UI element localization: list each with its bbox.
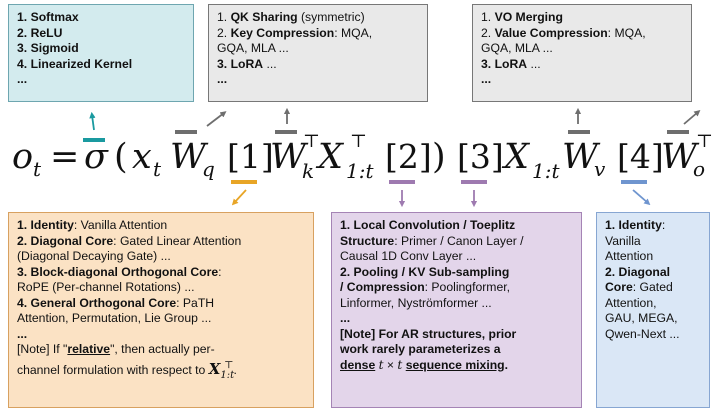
- formula-wk-sub: k: [302, 159, 314, 183]
- activation-item-4: 4. Linearized Kernel: [17, 56, 133, 71]
- formula-o: o: [12, 137, 33, 177]
- purple-line-4: 2. Pooling / KV Sub-sampling: [340, 264, 510, 279]
- orange-note-line-2: channel formulation with respect to X1:t…: [17, 359, 237, 381]
- blue-line-4: 2. Diagonal: [605, 264, 671, 279]
- formula-bracket-2: [2]: [385, 137, 432, 176]
- orange-line-6: 4. General Orthogonal Core: PaTH: [17, 295, 215, 310]
- orange-line-1: 1. Identity: Vanilla Attention: [17, 218, 168, 232]
- blue-line-2: Vanilla: [605, 233, 641, 248]
- purple-line-2: Structure: Primer / Canon Layer /: [340, 233, 524, 248]
- qk-options-box: 1. QK Sharing (symmetric) 2. Key Compres…: [208, 4, 428, 102]
- purple-note-line-2: work rarely parameterizes a: [340, 342, 501, 356]
- orange-line-5: RoPE (Per-channel Rotations) ...: [17, 280, 195, 294]
- position-core-box: 1. Identity: Vanilla Attention 2. Diagon…: [8, 212, 314, 408]
- orange-line-7: Attention, Permutation, Lie Group ...: [17, 311, 212, 325]
- purple-line-6: Linformer, Nyströmformer ...: [340, 295, 492, 310]
- sequence-mixing-box: 1. Local Convolution / Toeplitz Structur…: [331, 212, 582, 408]
- gating-core-box: 1. Identity: Vanilla Attention 2. Diagon…: [596, 212, 710, 408]
- formula-equals: =: [50, 137, 79, 177]
- vo-line-3: GQA, MLA ...: [481, 41, 553, 55]
- formula-wv-sub: v: [594, 157, 606, 181]
- sigma-marker-bar: [83, 138, 105, 142]
- formula-x: x: [132, 137, 152, 177]
- formula-bracket-3: [3]: [457, 137, 504, 176]
- sigma-arrow: [89, 111, 96, 131]
- formula-xv: X: [501, 137, 531, 177]
- formula-rparen: ): [432, 137, 446, 177]
- blue-line-3: Attention: [605, 249, 654, 263]
- orange-line-2: 2. Diagonal Core: Gated Linear Attention: [17, 233, 242, 248]
- formula-x1t-sub: 1:t: [346, 159, 374, 183]
- vo-line-1: 1. VO Merging: [481, 10, 563, 24]
- purple-note-line-3: dense t × t sequence mixing.: [340, 357, 508, 372]
- activation-item-2: 2. ReLU: [17, 25, 63, 40]
- qk-more: ...: [217, 72, 228, 86]
- activation-item-3: 3. Sigmoid: [17, 41, 79, 55]
- qk-line-2: 2. Key Compression: MQA,: [217, 25, 373, 40]
- bracket-1-arrow: [231, 189, 247, 206]
- vo-line-4: 3. LoRA ...: [481, 56, 541, 71]
- formula-wq: W: [170, 137, 209, 177]
- purple-line-1: 1. Local Convolution / Toeplitz: [340, 218, 516, 232]
- purple-more: ...: [340, 311, 351, 325]
- bracket-3-marker-bar: [461, 180, 487, 184]
- blue-line-6: Attention,: [605, 295, 657, 310]
- formula-wk: W: [270, 137, 309, 177]
- formula-x-sub: t: [153, 157, 162, 181]
- formula-bracket-4: [4]: [617, 137, 664, 176]
- bracket-4-marker-bar: [621, 180, 647, 184]
- blue-line-1: 1. Identity:: [605, 218, 666, 232]
- formula-sigma: σ: [84, 137, 109, 177]
- formula-x1t: X: [315, 137, 345, 177]
- orange-more: ...: [17, 326, 28, 341]
- orange-note-line-1: [Note] If "relative", then actually per-: [17, 342, 215, 356]
- bracket-2-marker-bar: [389, 180, 415, 184]
- orange-line-4: 3. Block-diagonal Orthogonal Core:: [17, 264, 222, 279]
- wo-arrow: [683, 109, 701, 125]
- qk-line-4: 3. LoRA ...: [217, 56, 277, 71]
- vo-line-2: 2. Value Compression: MQA,: [481, 25, 646, 40]
- formula-bracket-1: [1]: [227, 137, 274, 176]
- wv-marker-bar: [568, 130, 590, 134]
- qk-line-1: 1. QK Sharing (symmetric): [217, 10, 365, 24]
- activation-more: ...: [17, 72, 28, 86]
- bracket-4-arrow: [632, 189, 651, 206]
- wk-marker-bar: [275, 130, 297, 134]
- vo-more: ...: [481, 72, 492, 86]
- formula-wo: W: [661, 137, 700, 177]
- vo-options-box: 1. VO Merging 2. Value Compression: MQA,…: [472, 4, 692, 102]
- wq-marker-bar: [175, 130, 197, 134]
- blue-line-7: GAU, MEGA,: [605, 311, 678, 325]
- formula-wo-sup: ⊤: [696, 131, 713, 152]
- orange-line-3: (Diagonal Decaying Gate) ...: [17, 249, 171, 263]
- activation-item-1: 1. Softmax: [17, 10, 79, 24]
- purple-line-5: / Compression: Poolingformer,: [340, 280, 511, 294]
- blue-line-8: Qwen-Next ...: [605, 326, 680, 341]
- formula-x1t-sup: ⊤: [350, 131, 367, 152]
- blue-line-5: Core: Gated: [605, 280, 673, 294]
- formula-xv-sub: 1:t: [532, 159, 560, 183]
- purple-note-line-1: [Note] For AR structures, prior: [340, 326, 517, 341]
- wo-marker-bar: [667, 130, 689, 134]
- wq-arrow: [206, 111, 227, 127]
- formula-lparen: (: [114, 137, 128, 177]
- bracket-1-marker-bar: [231, 180, 257, 184]
- activation-options-box: 1. Softmax 2. ReLU 3. Sigmoid 4. Lineari…: [8, 4, 194, 102]
- formula-wv: W: [562, 137, 601, 177]
- formula-wk-sup: ⊤: [303, 131, 320, 152]
- qk-line-3: GQA, MLA ...: [217, 41, 289, 55]
- formula-wq-sub: q: [202, 157, 215, 181]
- formula-wo-sub: o: [693, 157, 705, 181]
- purple-line-3: Causal 1D Conv Layer ...: [340, 249, 477, 263]
- formula-o-sub: t: [33, 157, 42, 181]
